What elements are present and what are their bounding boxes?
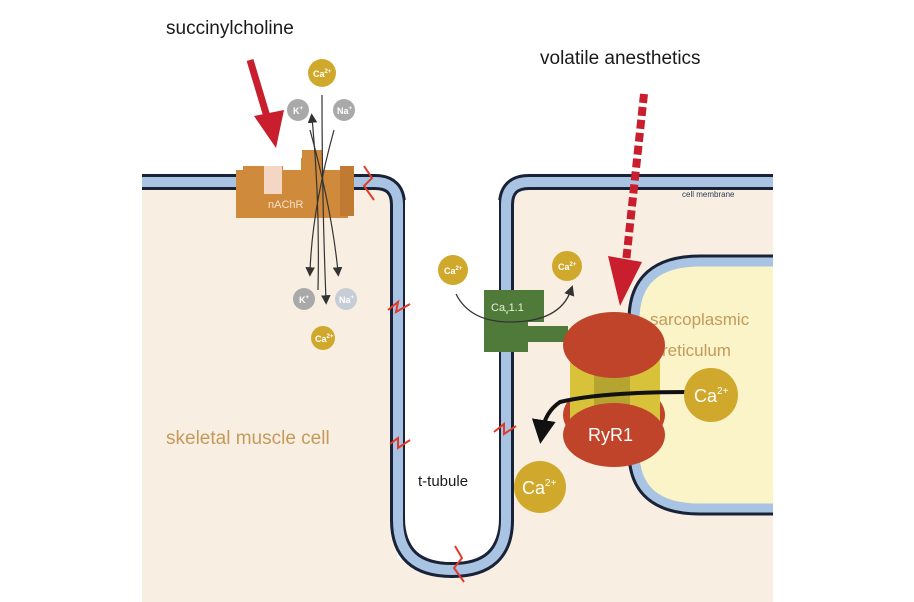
cell-membrane-fill [142,177,773,575]
na-ion-top: Na+ [333,99,355,121]
lightning-bolt [362,165,375,201]
svg-text:Na+: Na+ [339,295,355,305]
succinylcholine-arrow [246,58,284,148]
lightning-bolt [452,545,465,583]
succinylcholine-label: succinylcholine [166,18,294,39]
cytoplasm-left [142,188,397,602]
sr-label-line2: reticulum [662,341,731,360]
na-ion-bottom: Na+ [335,288,357,310]
svg-text:Ca2+: Ca2+ [522,478,557,498]
svg-text:Cav1.1: Cav1.1 [491,302,524,316]
ca-ion-bottom: Ca2+ [311,326,335,350]
svg-text:Ca2+: Ca2+ [694,386,729,406]
svg-text:Ca2+: Ca2+ [558,262,577,272]
svg-text:Na+: Na+ [337,106,353,116]
volatile-anesthetics-label: volatile anesthetics [540,48,701,69]
svg-text:K+: K+ [293,106,304,116]
svg-text:K+: K+ [299,295,310,305]
nachr-label: nAChR [268,199,304,211]
skeletal-muscle-cell-label: skeletal muscle cell [166,428,330,449]
sr-label-line1: sarcoplasmic [650,310,750,329]
cell-membrane-label: cell membrane [682,190,735,199]
ca-ion-released: Ca2+ [514,461,566,513]
cav11-channel: Cav1.1 [484,290,568,352]
volatile-anesthetics-arrow [608,93,648,306]
ca-ion-cav-in: Ca2+ [438,255,468,285]
outside-top [142,0,773,174]
ryr1-label: RyR1 [588,425,633,445]
k-ion-top: K+ [287,99,309,121]
cav11-ion-flux [455,285,575,323]
svg-text:Ca2+: Ca2+ [444,266,463,276]
t-tubule-lumen [405,200,499,562]
k-ion-bottom: K+ [293,288,315,310]
ca-ion-top: Ca2+ [308,59,336,87]
lightning-bolt [389,436,411,450]
ryr1-release-arrow [531,390,691,444]
lightning-bolt [387,299,411,314]
ryr1-channel: RyR1 [563,312,665,467]
lightning-bolt [493,421,517,436]
nachr-ion-flux [305,94,343,305]
t-tubule-label: t-tubule [418,473,468,490]
svg-text:Ca2+: Ca2+ [315,334,334,344]
ca-ion-sr: Ca2+ [684,368,738,422]
svg-text:Ca2+: Ca2+ [313,69,332,79]
ca-ion-cav-out: Ca2+ [552,251,582,281]
